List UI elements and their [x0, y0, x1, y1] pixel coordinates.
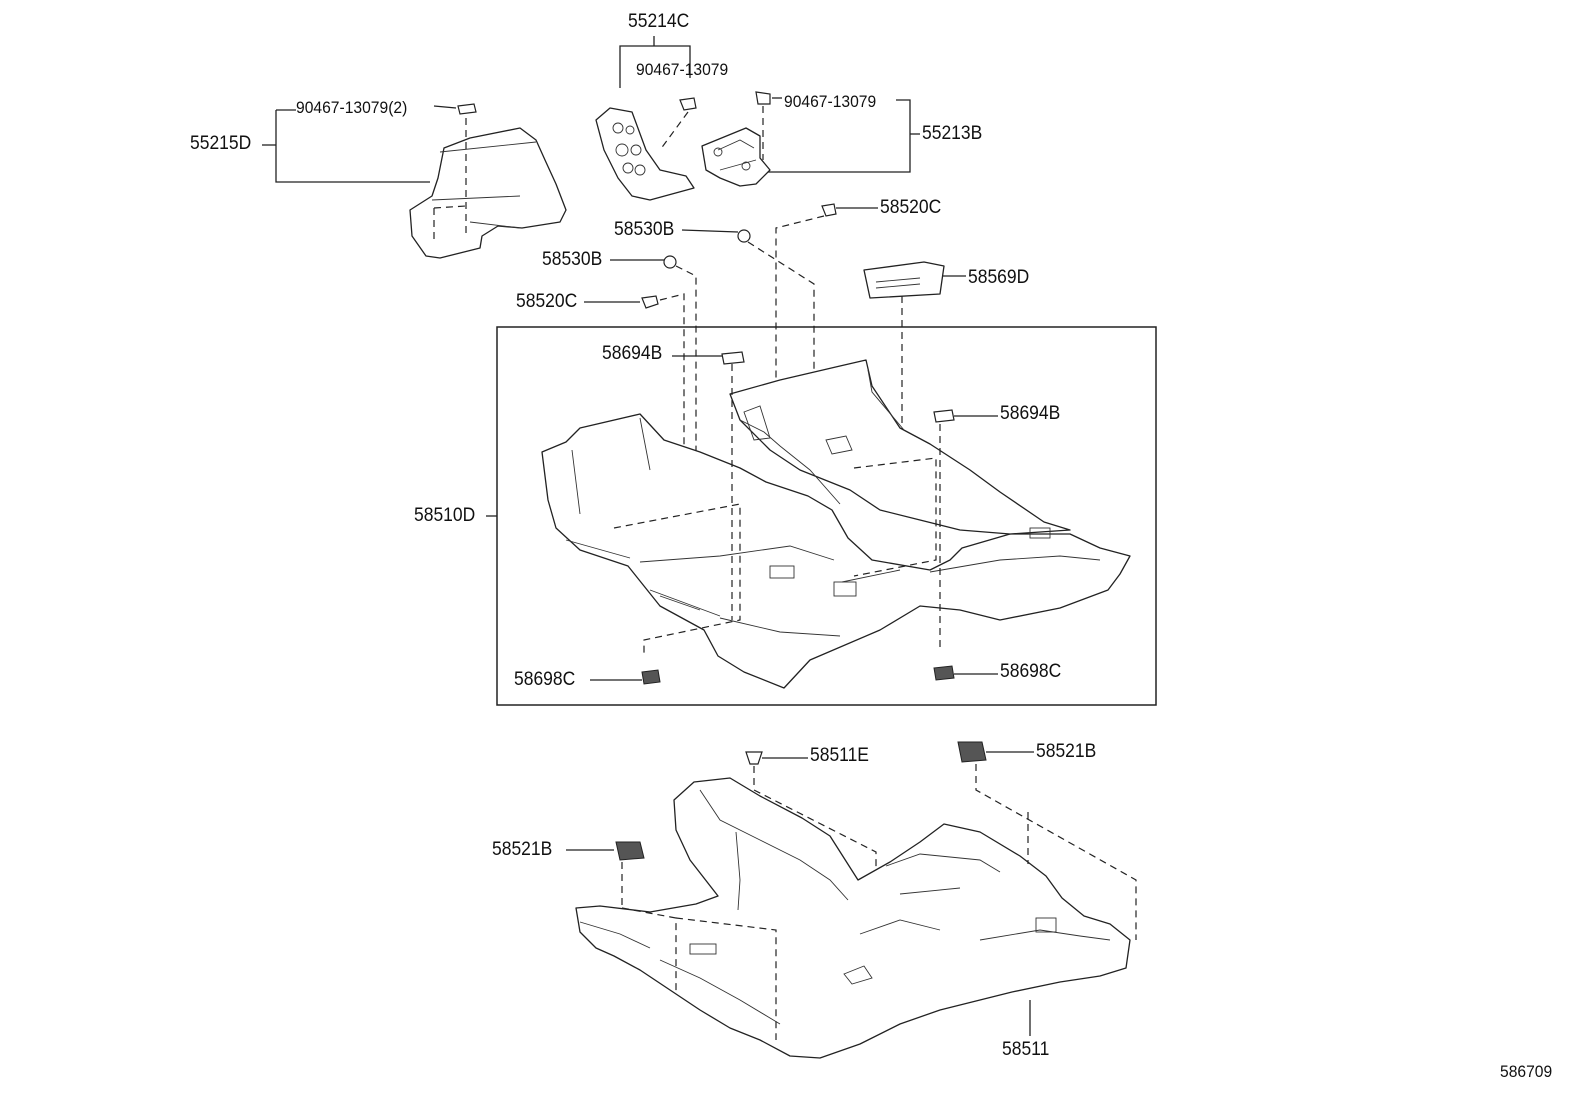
label-90467-13079-2: 90467-13079(2): [296, 98, 408, 117]
part-55214C-drawing: [595, 36, 697, 201]
label-58530B-right: 58530B: [614, 219, 675, 240]
label-58511: 58511: [1002, 1039, 1050, 1060]
label-55214C: 55214C: [628, 11, 690, 32]
label-58521B-right: 58521B: [1036, 741, 1097, 762]
label-90467-13079-right: 90467-13079: [784, 92, 877, 111]
label-58520C-right: 58520C: [880, 197, 942, 218]
label-58530B-left: 58530B: [542, 249, 603, 270]
part-58511-drawing: [575, 777, 1131, 1059]
label-58511E: 58511E: [810, 745, 869, 766]
label-58520C-left: 58520C: [516, 291, 578, 312]
label-55215D: 55215D: [190, 133, 252, 154]
diagram-reference-number: 586709: [1500, 1062, 1553, 1081]
part-55215D-drawing: [262, 103, 567, 259]
label-58698C-left: 58698C: [514, 669, 576, 690]
upper-fasteners: [584, 203, 966, 520]
label-58569D: 58569D: [968, 267, 1030, 288]
part-58510D-drawing: [541, 351, 1131, 689]
label-90467-13079-top: 90467-13079: [636, 60, 729, 79]
label-55213B: 55213B: [922, 123, 983, 144]
label-58694B-left: 58694B: [602, 343, 663, 364]
label-58510D: 58510D: [414, 505, 476, 526]
label-58521B-left: 58521B: [492, 839, 553, 860]
label-58698C-right: 58698C: [1000, 661, 1062, 682]
part-55213B-drawing: [701, 91, 920, 187]
label-58694B-right: 58694B: [1000, 403, 1061, 424]
